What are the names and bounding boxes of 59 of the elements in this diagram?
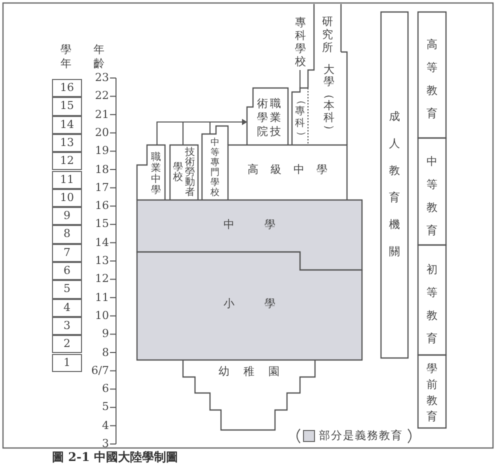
grade-box: 6	[52, 262, 82, 280]
age-label: 5	[101, 400, 109, 414]
grade-box: 13	[52, 134, 82, 152]
school-box: 職業技術學院	[247, 88, 288, 145]
level-box: 初等教育	[418, 245, 446, 355]
age-label: 8	[101, 346, 109, 360]
institution-box: 成人教育機關	[381, 12, 408, 358]
age-label: 15	[94, 217, 109, 232]
level-box: 高等教育	[418, 12, 446, 138]
school-box: （專科）	[292, 88, 308, 145]
column-header: 年齡	[92, 42, 106, 70]
grade-box: 1	[52, 354, 82, 372]
school-area: 小學	[137, 252, 362, 360]
figure-caption: 圖 2-1 中國大陸學制圖	[52, 450, 178, 465]
age-label: 6/7	[90, 364, 109, 378]
age-label: 12	[94, 272, 109, 286]
age-label: 11	[94, 290, 109, 305]
grade-box: 4	[52, 298, 82, 317]
age-label: 20	[94, 126, 109, 140]
age-label: 19	[94, 144, 109, 158]
school-box: 幼稚園	[183, 360, 315, 430]
age-label: 10	[94, 308, 109, 323]
age-label: 14	[94, 236, 109, 250]
age-label: 18	[94, 162, 109, 176]
grade-box: 3	[52, 316, 82, 336]
column-header: 學年	[60, 42, 72, 70]
age-label: 22	[94, 89, 109, 104]
grade-box: 9	[52, 207, 82, 226]
grade-box: 8	[52, 225, 82, 244]
grade-box: 14	[52, 116, 82, 134]
age-label: 17	[94, 180, 109, 195]
school-box: 中等專門學校	[202, 126, 228, 200]
school-box: 職業中學	[137, 145, 165, 200]
age-label: 6	[101, 382, 109, 396]
grade-box: 12	[52, 152, 82, 170]
age-label: 23	[94, 71, 109, 85]
connector	[299, 70, 301, 88]
grade-box: 15	[52, 97, 82, 116]
level-box: 學前教育	[418, 355, 446, 428]
school-box: 高級中學	[228, 145, 347, 200]
grade-box: 10	[52, 188, 82, 208]
grade-box: 16	[52, 79, 82, 98]
grade-box: 7	[52, 244, 82, 262]
school-box: 大學（本科）	[308, 52, 347, 145]
age-label: 21	[94, 108, 109, 122]
age-label: 3	[101, 437, 109, 450]
grade-box: 11	[52, 170, 82, 189]
school-box: 研究所	[314, 4, 341, 55]
age-label: 4	[101, 418, 109, 433]
legend-label: 部分是義務教育	[319, 429, 403, 443]
age-label: 9	[101, 327, 109, 342]
grade-box: 2	[52, 335, 82, 354]
level-box: 中等教育	[418, 138, 446, 245]
school-area: 中學	[137, 200, 362, 270]
age-label: 16	[94, 199, 109, 214]
age-label: 13	[94, 254, 109, 268]
grade-box: 5	[52, 280, 82, 299]
vertical-label: 專科學校	[292, 14, 309, 70]
connector	[209, 119, 247, 134]
